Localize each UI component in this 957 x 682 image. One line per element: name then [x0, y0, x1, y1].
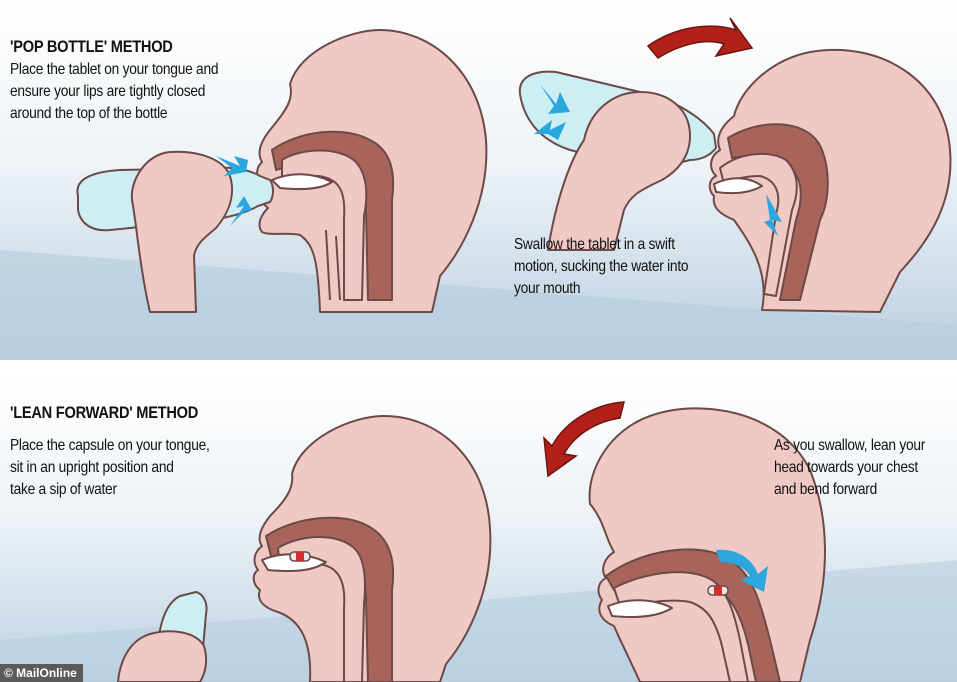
text-line: Swallow the tablet in a swift	[514, 234, 688, 256]
pop-bottle-step1-text: Place the tablet on your tongue and ensu…	[10, 59, 218, 125]
lean-forward-step1-text: Place the capsule on your tongue, sit in…	[10, 435, 210, 501]
text-line: Place the tablet on your tongue and	[10, 59, 218, 81]
text-line: around the top of the bottle	[10, 103, 218, 125]
text-line: take a sip of water	[10, 479, 210, 501]
pop-bottle-step2-text: Swallow the tablet in a swift motion, su…	[514, 234, 688, 300]
text-line: your mouth	[514, 278, 688, 300]
lean-forward-method-title: 'LEAN FORWARD' METHOD	[10, 403, 198, 423]
text-line: motion, sucking the water into	[514, 256, 688, 278]
lean-forward-step2-text: As you swallow, lean your head towards y…	[774, 435, 925, 501]
text-line: sit in an upright position and	[10, 457, 210, 479]
text-line: ensure your lips are tightly closed	[10, 81, 218, 103]
text-line: Place the capsule on your tongue,	[10, 435, 210, 457]
text-line: head towards your chest	[774, 457, 925, 479]
text-line: and bend forward	[774, 479, 925, 501]
pop-bottle-method-title: 'POP BOTTLE' METHOD	[10, 37, 173, 57]
credit-watermark: © MailOnline	[0, 664, 83, 682]
text-line: As you swallow, lean your	[774, 435, 925, 457]
